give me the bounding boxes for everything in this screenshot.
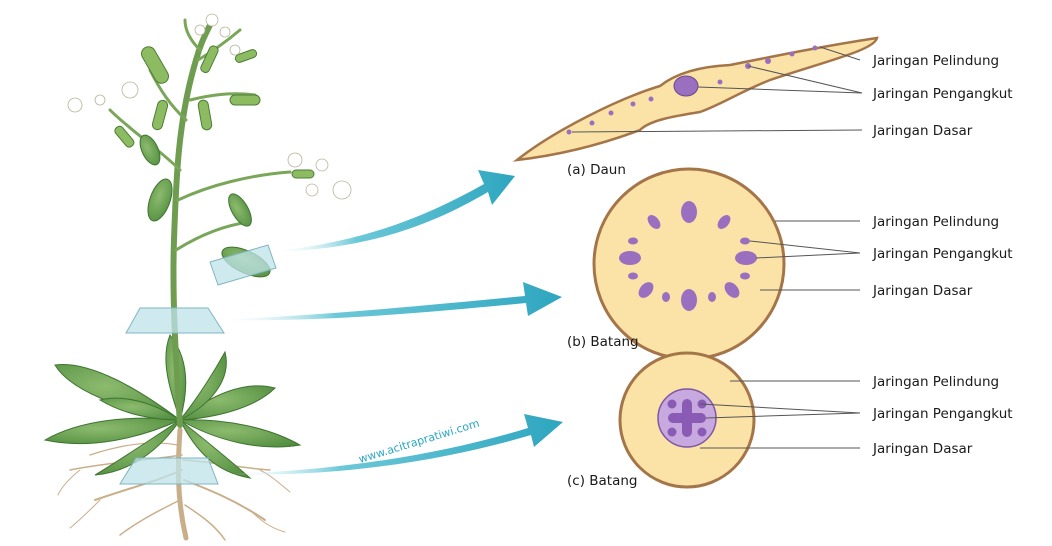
leaf-vascular-bundle (674, 76, 698, 96)
stem-b-label-transport: Jaringan Pengangkut (872, 246, 1013, 262)
stem-b-caption: (b) Batang (567, 334, 639, 350)
stem-c-label-transport: Jaringan Pengangkut (872, 406, 1013, 422)
leaf-caption: (a) Daun (567, 162, 626, 178)
arrows (215, 170, 563, 475)
arrow-to-leaf (270, 170, 515, 252)
arrow-to-stem (215, 282, 562, 320)
leaf-cross-section: Jaringan Pelindung Jaringan Pengangkut J… (517, 38, 1013, 178)
stem-c-caption: (c) Batang (567, 473, 637, 489)
leaf-section-shape (517, 38, 877, 160)
main-stem (173, 25, 210, 425)
leaf-label-transport: Jaringan Pengangkut (872, 86, 1013, 102)
plant-illustration (45, 14, 351, 540)
leaf-label-protective: Jaringan Pelindung (872, 53, 999, 69)
stem-cross-section: Jaringan Pelindung Jaringan Pengangkut J… (567, 169, 1013, 359)
seed-pods (113, 44, 314, 178)
stem-c-label-ground: Jaringan Dasar (872, 441, 973, 457)
stem-b-disc (594, 169, 784, 359)
root-cross-section: Jaringan Pelindung Jaringan Pengangkut J… (567, 353, 1013, 489)
stem-section-plane (126, 308, 224, 333)
stem-c-xylem (668, 399, 707, 437)
stem-b-label-ground: Jaringan Dasar (872, 283, 973, 299)
stem-b-label-protective: Jaringan Pelindung (872, 214, 999, 230)
root-section-plane (120, 458, 218, 484)
root-system (58, 430, 290, 540)
stem-c-label-protective: Jaringan Pelindung (872, 374, 999, 390)
leaf-label-ground: Jaringan Dasar (872, 123, 973, 139)
